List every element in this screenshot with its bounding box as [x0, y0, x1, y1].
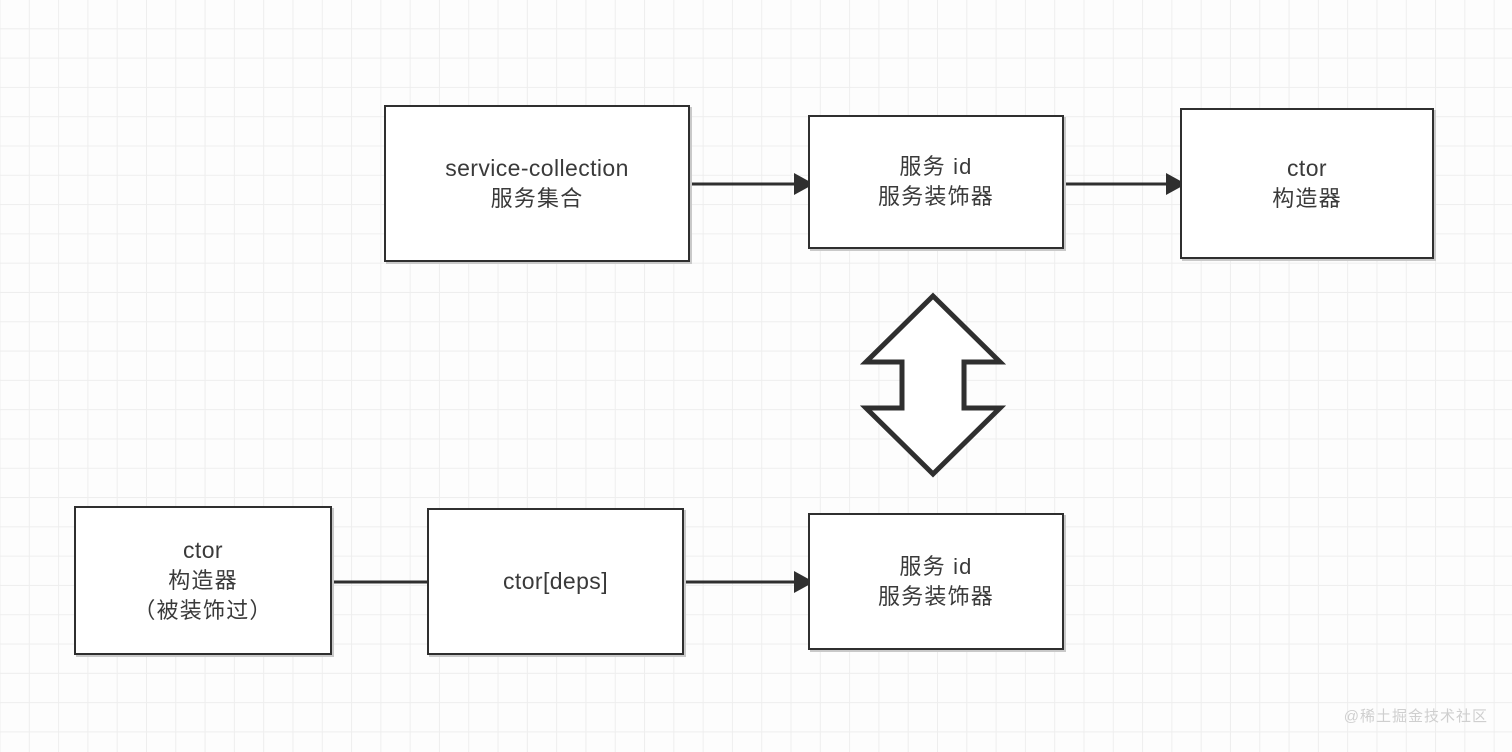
watermark-text: @稀土掘金技术社区 [1343, 708, 1488, 725]
bidirectional-arrow-icon [860, 292, 1006, 478]
node-label-line: ctor[deps] [503, 567, 608, 594]
node-label-line: 服务装饰器 [877, 583, 994, 609]
node-ctor-deps[interactable]: ctor[deps] [427, 508, 684, 655]
node-ctor-decorated[interactable]: ctor 构造器 （被装饰过） [74, 506, 332, 655]
node-label-line: （被装饰过） [133, 598, 273, 624]
node-label-line: ctor [183, 536, 223, 563]
edge-arrow-service-id-to-ctor [1060, 173, 1186, 195]
edge-arrow-service-collection-to-service-id [686, 173, 814, 195]
node-label-line: 构造器 [168, 568, 238, 594]
node-ctor-top[interactable]: ctor 构造器 [1180, 108, 1434, 259]
node-label-line: 构造器 [1272, 186, 1342, 212]
node-label-line: service-collection [445, 154, 629, 181]
node-service-id-top[interactable]: 服务 id 服务装饰器 [808, 115, 1064, 249]
node-label-line: ctor [1287, 154, 1327, 181]
edge-arrow-ctor-deps-to-service-id-bottom [680, 571, 814, 593]
node-label-line: 服务装饰器 [877, 184, 994, 209]
node-service-id-bottom[interactable]: 服务 id 服务装饰器 [808, 513, 1064, 650]
node-label-line: 服务 id [899, 553, 973, 579]
node-label-line: 服务集合 [490, 186, 584, 212]
node-label-line: 服务 id [899, 154, 973, 180]
node-service-collection[interactable]: service-collection 服务集合 [384, 105, 690, 262]
